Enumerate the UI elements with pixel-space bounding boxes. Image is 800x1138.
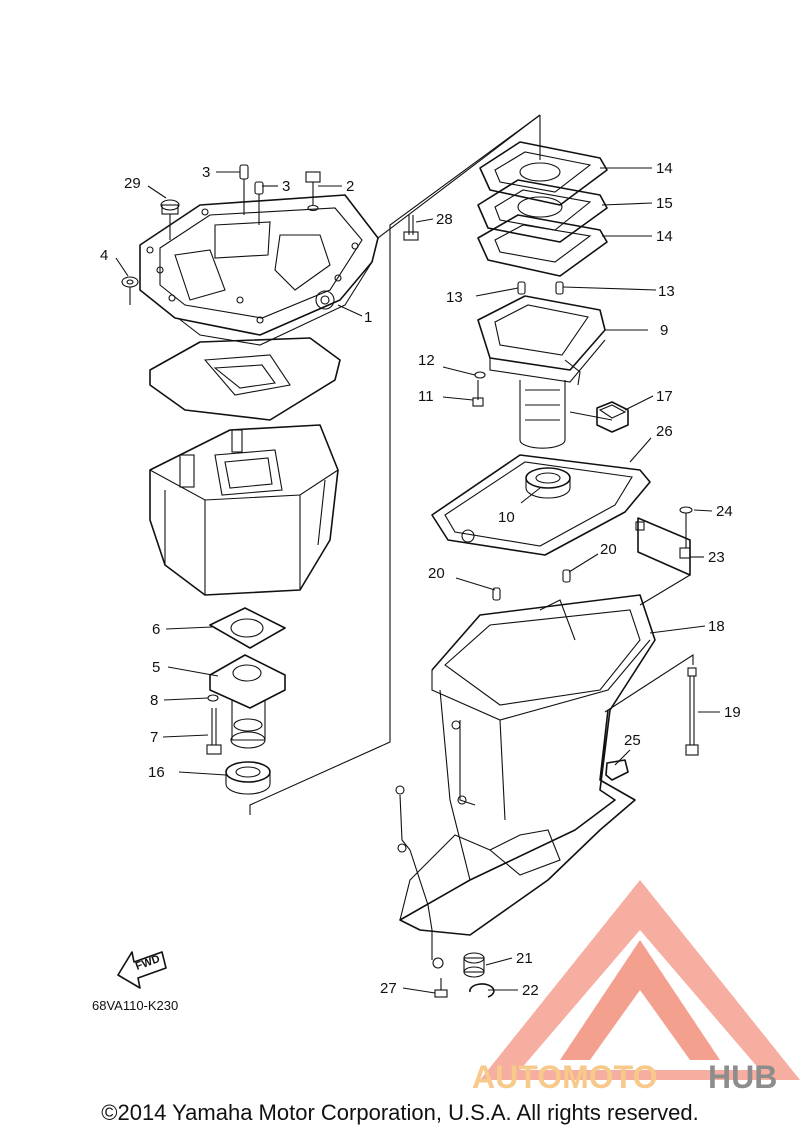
part-7-bolt <box>206 708 222 755</box>
part-2-bolt <box>305 171 321 212</box>
assembly-bracket-mid <box>569 411 613 421</box>
assembly-bracket-plate <box>639 574 691 606</box>
part-21-bushing <box>463 952 485 978</box>
part-16-seal <box>225 761 271 795</box>
part-14-lower-gasket <box>477 214 608 277</box>
part-10-seal <box>525 467 571 499</box>
part-26-gasket <box>431 454 651 556</box>
part-17-rubber-seal <box>596 401 629 433</box>
callout-labels: 1 2 3 3 4 5 6 7 8 9 10 11 12 13 13 14 14… <box>100 160 741 999</box>
watermark-m-mark <box>560 940 720 1060</box>
copyright-notice: ©2014 Yamaha Motor Corporation, U.S.A. A… <box>101 1100 699 1125</box>
callout-5: 5 <box>152 659 160 676</box>
part-29-plug <box>160 199 180 240</box>
callout-3b: 3 <box>282 178 290 195</box>
callout-17: 17 <box>656 388 673 405</box>
callout-6: 6 <box>152 621 160 638</box>
callout-10: 10 <box>498 509 515 526</box>
callout-15: 15 <box>656 195 673 212</box>
callout-24: 24 <box>716 503 733 520</box>
callout-7: 7 <box>150 729 158 746</box>
part-14-upper-gasket <box>479 141 608 206</box>
leader-lines <box>115 167 720 994</box>
callout-19: 19 <box>724 704 741 721</box>
callout-12: 12 <box>418 352 435 369</box>
callout-23: 23 <box>708 549 725 566</box>
callout-18: 18 <box>708 618 725 635</box>
callout-21: 21 <box>516 950 533 967</box>
callout-20a: 20 <box>428 565 445 582</box>
part-13-dowel-pins <box>517 281 564 295</box>
assembly-bracket-left <box>249 114 541 815</box>
callout-2: 2 <box>346 178 354 195</box>
callout-11: 11 <box>418 388 434 405</box>
part-23-plate <box>635 517 691 576</box>
assembly-bracket-right <box>377 114 541 239</box>
ground-lead-wire <box>395 785 444 969</box>
callout-13b: 13 <box>658 283 675 300</box>
assembly-bracket-lower <box>604 653 694 713</box>
callout-22: 22 <box>522 982 539 999</box>
callout-9: 9 <box>660 322 668 339</box>
callout-1: 1 <box>364 309 372 326</box>
callout-14b: 14 <box>656 228 673 245</box>
part-4-washer <box>121 276 139 305</box>
part-18-upper-casing <box>399 594 656 936</box>
callout-4: 4 <box>100 247 108 264</box>
callout-13a: 13 <box>446 289 463 306</box>
callout-14a: 14 <box>656 160 673 177</box>
callout-3a: 3 <box>202 164 210 181</box>
part-15-plate <box>477 179 608 243</box>
part-24-bolt <box>679 506 693 548</box>
part-22-circlip <box>469 983 495 998</box>
watermark-logo: AUTOMOTO HUB <box>472 880 800 1095</box>
part-11-bolt <box>472 380 484 407</box>
exhaust-guide-gasket <box>149 337 341 421</box>
part-3-dowel-pins <box>239 164 264 225</box>
callout-26: 26 <box>656 423 673 440</box>
callout-28: 28 <box>436 211 453 228</box>
part-9-exhaust-manifold <box>477 295 606 449</box>
drawing-code: 68VA110-K230 <box>92 998 178 1013</box>
callout-29: 29 <box>124 175 141 192</box>
part-1-exhaust-guide <box>139 194 379 346</box>
callout-16: 16 <box>148 764 165 781</box>
part-25-grommet <box>605 759 629 781</box>
callout-27: 27 <box>380 980 397 997</box>
oil-pan-housing <box>149 424 339 596</box>
watermark-text-automoto: AUTOMOTO <box>472 1059 657 1095</box>
part-27-screw <box>434 978 448 998</box>
fwd-label: FWD <box>134 953 162 973</box>
part-28-bolt <box>403 215 419 241</box>
part-12-washer <box>474 371 486 379</box>
callout-20b: 20 <box>600 541 617 558</box>
part-6-gasket <box>209 607 286 649</box>
fwd-arrow-icon: FWD <box>117 951 167 989</box>
part-8-washer <box>207 694 219 702</box>
callout-8: 8 <box>150 692 158 709</box>
part-19-long-bolt <box>685 667 699 756</box>
part-20-dowel-pins <box>492 569 571 601</box>
callout-25: 25 <box>624 732 641 749</box>
watermark-text-hub: HUB <box>708 1059 777 1095</box>
part-5-housing <box>209 654 286 749</box>
